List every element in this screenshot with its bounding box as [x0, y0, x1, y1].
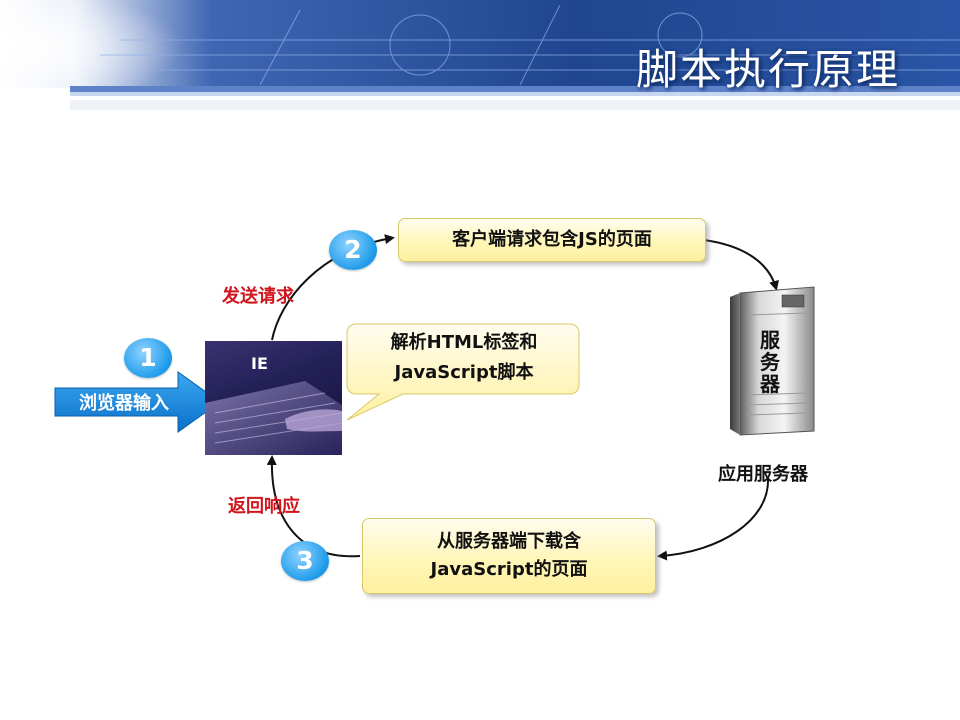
- step-3-badge: 3: [281, 541, 329, 581]
- send-request-label: 发送请求: [222, 286, 294, 307]
- return-response-label: 返回响应: [228, 496, 300, 517]
- server-icon: [730, 286, 815, 436]
- server-char-3: 器: [760, 372, 780, 396]
- arrow-to-server: [703, 239, 779, 291]
- browser-input-arrow: [54, 371, 221, 433]
- step-1-badge: 1: [124, 338, 172, 378]
- server-char-1: 服: [760, 328, 780, 352]
- parse-callout-bubble: [346, 323, 580, 421]
- arrow-from-server: [657, 477, 770, 561]
- step-2-badge: 2: [329, 230, 377, 270]
- download-page-box: 从服务器端下载含 JavaScript的页面: [362, 518, 656, 594]
- header-banner: [0, 0, 960, 110]
- callout-text: 解析HTML标签和 JavaScript脚本: [352, 328, 576, 388]
- server-char-2: 务: [760, 350, 780, 374]
- download-line-1: 从服务器端下载含: [437, 531, 581, 552]
- client-request-box: 客户端请求包含JS的页面: [398, 218, 706, 262]
- browser-input-label: 浏览器输入: [79, 393, 169, 414]
- server-caption: 应用服务器: [718, 464, 808, 485]
- page-title: 脚本执行原理: [635, 45, 900, 94]
- download-line-2: JavaScript的页面: [430, 559, 588, 580]
- ie-label: IE: [251, 354, 268, 373]
- arrow-return-response: [266, 455, 361, 558]
- callout-line-1: 解析HTML标签和: [390, 332, 538, 353]
- ie-keyboard-image: [205, 341, 342, 455]
- callout-line-2: JavaScript脚本: [394, 362, 534, 383]
